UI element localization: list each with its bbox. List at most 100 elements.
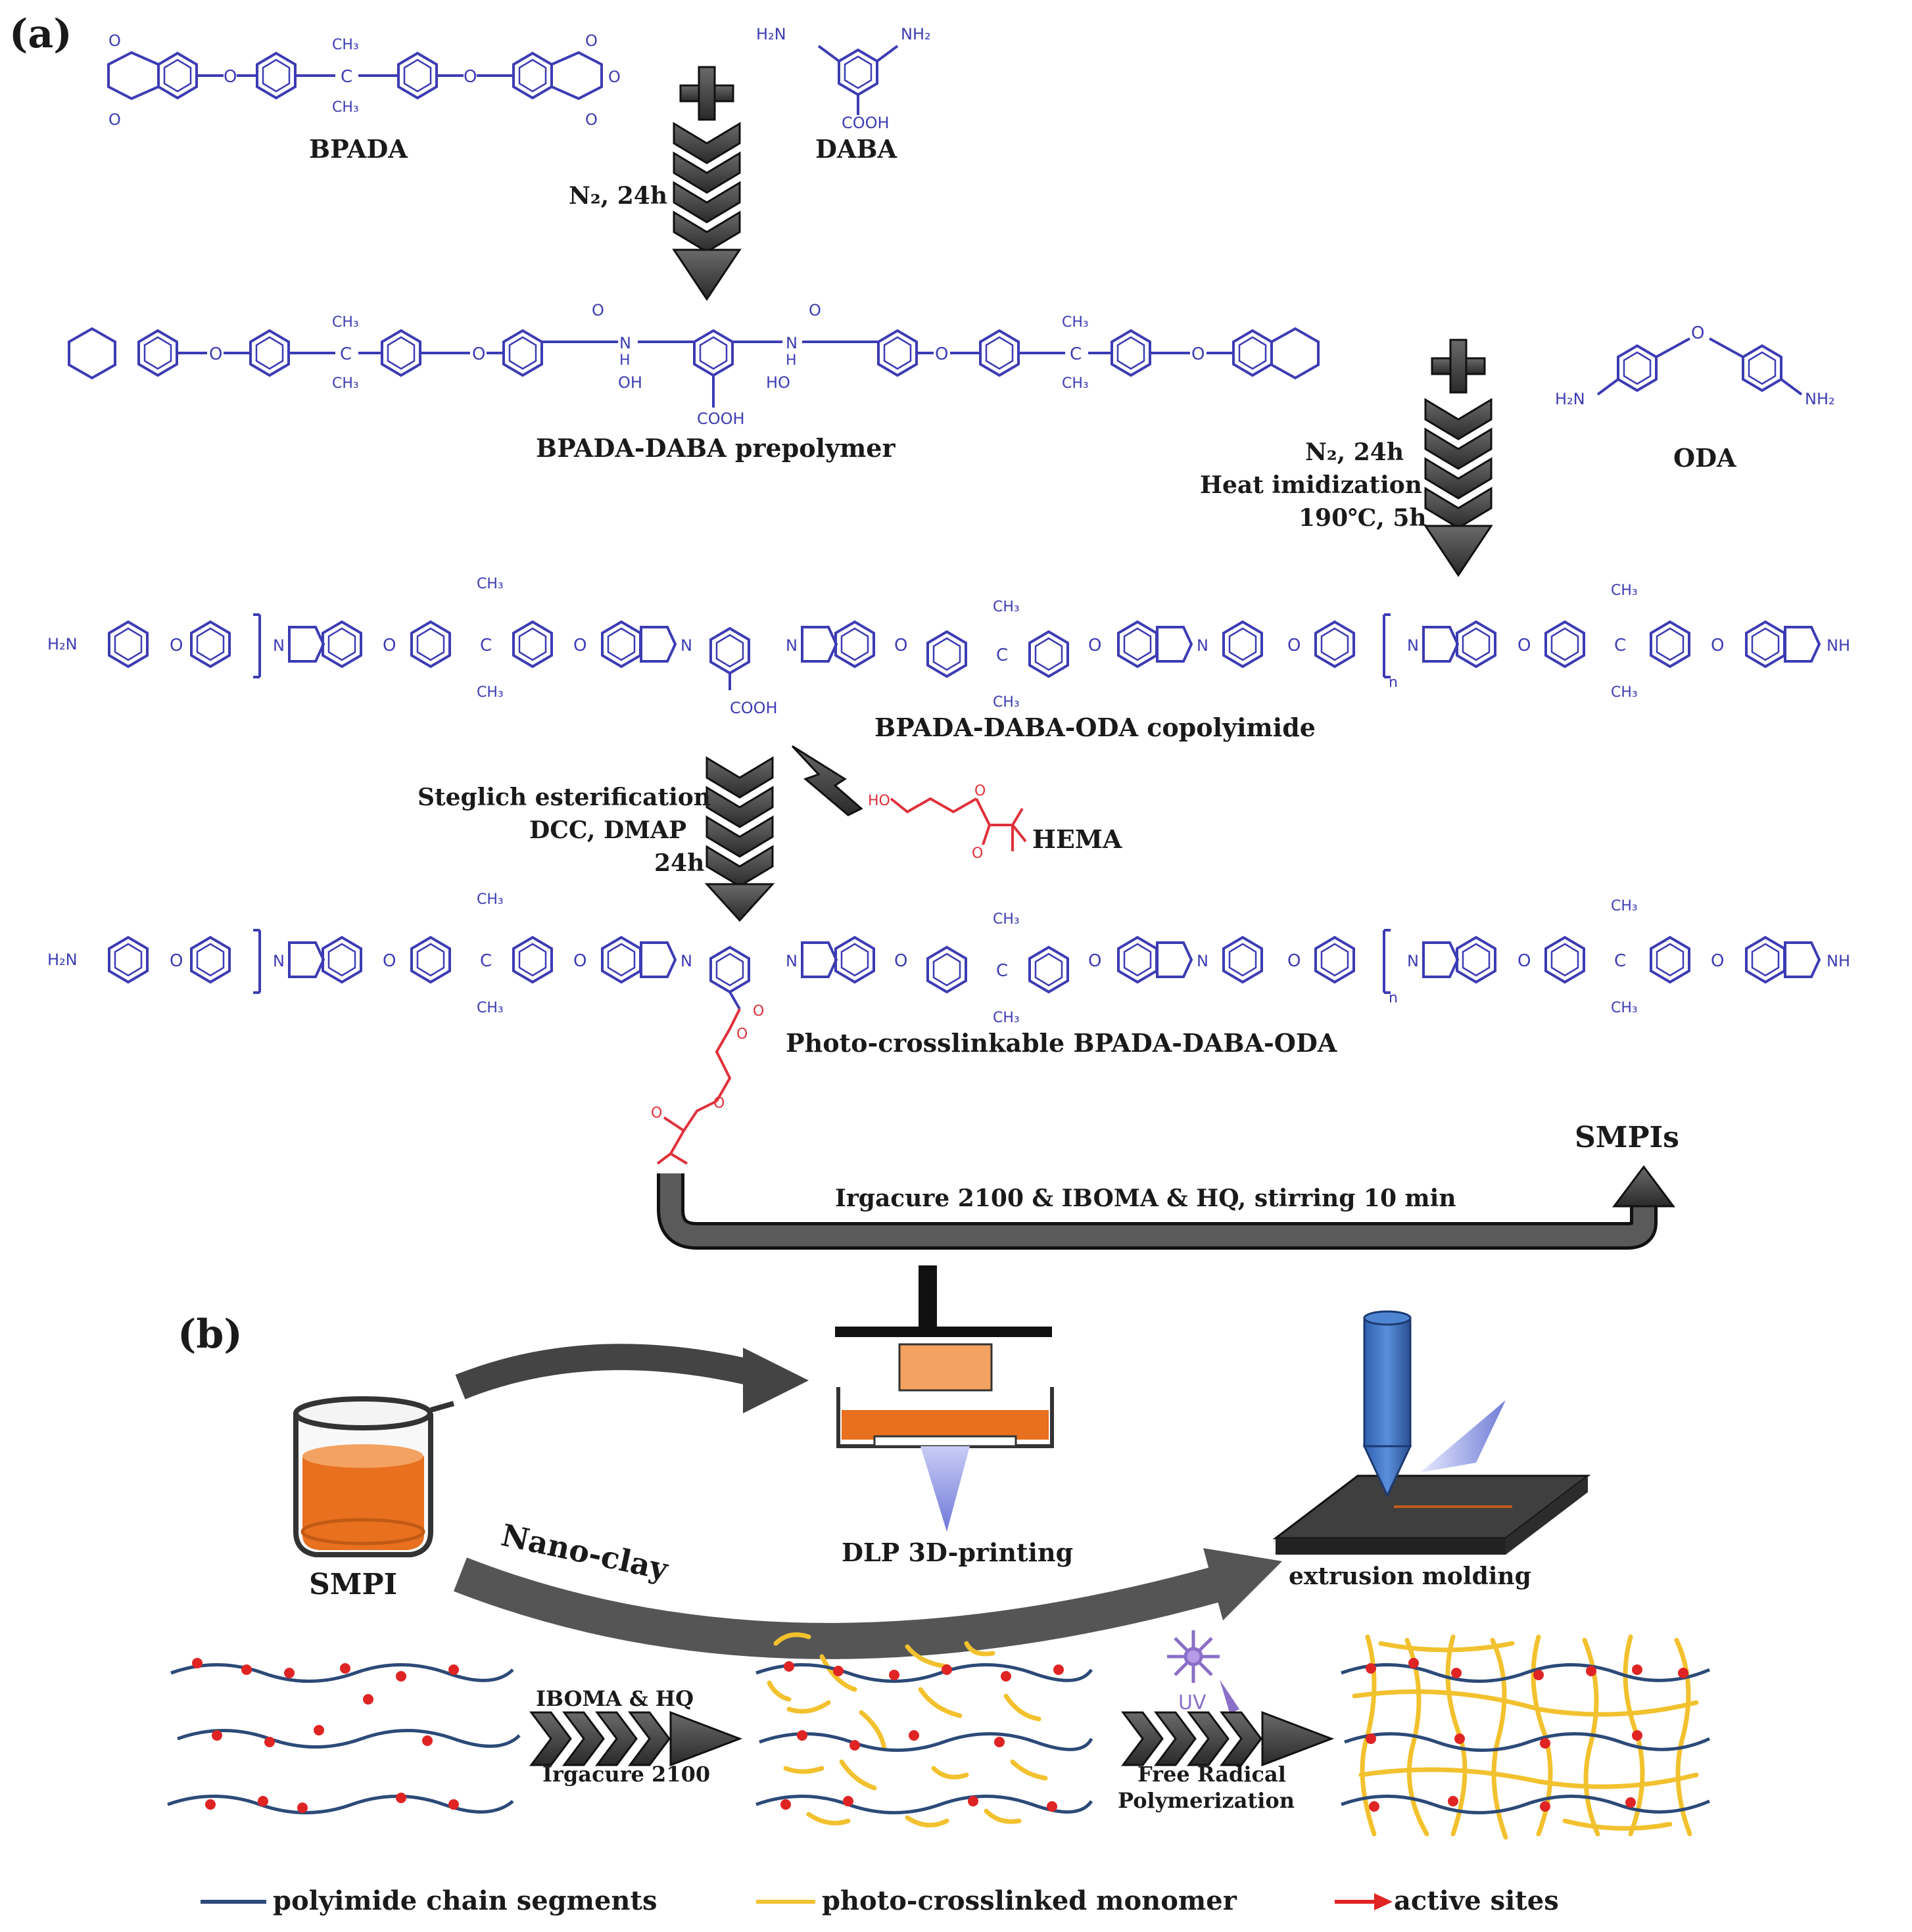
prepolymer-h-2: H bbox=[786, 352, 797, 369]
step2-condition-2: Heat imidization bbox=[1200, 471, 1422, 499]
reaction-arrow-3 bbox=[704, 757, 775, 922]
prepolymer-ch3-1a: CH₃ bbox=[332, 314, 359, 331]
dlp-printer-icon bbox=[835, 1265, 1054, 1532]
copolyimide-ch3-3b: CH₃ bbox=[1611, 684, 1638, 701]
copolyimide-n-1: N bbox=[273, 636, 285, 655]
copolyimide-ch3-2b: CH₃ bbox=[993, 694, 1020, 711]
nanoclay-label: Nano-clay bbox=[498, 1517, 672, 1588]
hema-structure: HO O O bbox=[868, 783, 1027, 862]
oda-nh2: NH₂ bbox=[1805, 390, 1835, 408]
reaction-arrow-2 bbox=[1423, 398, 1493, 577]
photo-n-1: N bbox=[273, 952, 285, 970]
bpada-c: C bbox=[341, 67, 352, 87]
photo-ch3-1a: CH₃ bbox=[477, 891, 504, 908]
photo-sidechain-o-3: O bbox=[713, 1095, 725, 1112]
prepolymer-nh-1: N bbox=[619, 334, 631, 352]
prepolymer-oh-1: OH bbox=[618, 373, 642, 392]
photo-n-sub: n bbox=[1389, 990, 1398, 1006]
daba-cooh: COOH bbox=[842, 114, 890, 132]
process-arrow-2 bbox=[1122, 1710, 1335, 1767]
oda-o: O bbox=[1691, 323, 1704, 343]
uv-bolt-icon bbox=[1220, 1680, 1253, 1735]
oda-label: ODA bbox=[1673, 443, 1736, 473]
polymer-chains-with-monomer bbox=[755, 1632, 1093, 1827]
photo-o-4: O bbox=[894, 951, 907, 971]
copolyimide-c-2: C bbox=[996, 646, 1008, 665]
smpis-label: SMPIs bbox=[1575, 1121, 1679, 1154]
prepolymer-c-2: C bbox=[1070, 344, 1082, 364]
dlp-label: DLP 3D-printing bbox=[842, 1538, 1073, 1567]
arrow-to-dlp bbox=[455, 1344, 809, 1413]
prepolymer-cooh: COOH bbox=[697, 410, 745, 428]
photo-o-8: O bbox=[1711, 951, 1724, 971]
panel-a-label: (a) bbox=[9, 11, 72, 57]
prepolymer-c-1: C bbox=[340, 344, 352, 364]
photo-n-5: N bbox=[1407, 952, 1419, 970]
copolyimide-nh: NH bbox=[1827, 636, 1850, 655]
photo-o-5: O bbox=[1088, 951, 1101, 971]
panel-b-label: (b) bbox=[178, 1311, 243, 1357]
photo-sidechain-o-2: O bbox=[736, 1026, 748, 1043]
copolyimide-ch3-3a: CH₃ bbox=[1611, 582, 1638, 599]
process-arrow-1-top: IBOMA & HQ bbox=[536, 1686, 694, 1711]
copolyimide-ch3-1b: CH₃ bbox=[477, 684, 504, 701]
copolyimide-o-8: O bbox=[1711, 636, 1724, 655]
prepolymer-ho-1: HO bbox=[766, 373, 790, 392]
photo-h2n: H₂N bbox=[47, 951, 78, 969]
hema-label: HEMA bbox=[1032, 824, 1122, 854]
legend: polyimide chain segments photo-crosslink… bbox=[201, 1885, 1559, 1916]
legend-sites-arrowhead bbox=[1374, 1893, 1393, 1910]
step3-condition-1: Steglich esterification bbox=[418, 784, 711, 811]
photo-ch3-3b: CH₃ bbox=[1611, 1000, 1638, 1016]
photo-ch3-3a: CH₃ bbox=[1611, 898, 1638, 914]
copolyimide-o-5: O bbox=[1088, 636, 1101, 655]
prepolymer-label: BPADA-DABA prepolymer bbox=[536, 433, 896, 463]
bpada-structure: O O C CH₃ CH₃ O O O O O bbox=[107, 32, 621, 129]
photo-n-4: N bbox=[1197, 952, 1208, 970]
step4-condition: Irgacure 2100 & IBOMA & HQ, stirring 10 … bbox=[835, 1185, 1456, 1212]
copolyimide-n-sub: n bbox=[1389, 674, 1398, 691]
copolyimide-n-4: N bbox=[1197, 636, 1208, 655]
photo-c-2: C bbox=[996, 961, 1008, 981]
photo-c-3: C bbox=[1614, 951, 1626, 971]
copolyimide-cooh: COOH bbox=[730, 699, 778, 717]
bpada-ch3-bottom: CH₃ bbox=[332, 99, 359, 116]
photo-sidechain-o-1: O bbox=[753, 1003, 764, 1020]
bpada-o-carbonyl-4: O bbox=[585, 110, 598, 129]
prepolymer-o-carb-1: O bbox=[592, 301, 604, 319]
bpada-o-left: O bbox=[224, 67, 237, 87]
photo-sidechain-o-4: O bbox=[651, 1105, 662, 1121]
copolyimide-h2n: H₂N bbox=[47, 635, 78, 653]
prepolymer-ch3-2b: CH₃ bbox=[1062, 375, 1089, 392]
bpada-o-right: O bbox=[464, 67, 477, 87]
bpada-ch3-top: CH₃ bbox=[332, 37, 359, 53]
legend-chain-label: polyimide chain segments bbox=[273, 1885, 657, 1916]
smpis-arrow bbox=[657, 1165, 1675, 1250]
copolyimide-c-1: C bbox=[480, 636, 492, 655]
copolyimide-n-3: N bbox=[786, 636, 798, 655]
lightning-bolt-icon bbox=[791, 745, 863, 816]
arrow-to-extrusion bbox=[454, 1548, 1282, 1659]
photo-nh: NH bbox=[1827, 952, 1850, 970]
extrusion-label: extrusion molding bbox=[1289, 1563, 1531, 1590]
copolyimide-o-1: O bbox=[170, 636, 183, 655]
prepolymer-o-carb-2: O bbox=[809, 301, 821, 319]
copolyimide-o-3: O bbox=[573, 636, 586, 655]
photo-o-1: O bbox=[170, 951, 183, 971]
reaction-arrow-1 bbox=[672, 122, 742, 301]
beaker-icon bbox=[293, 1396, 455, 1557]
copolyimide-structure: H₂N O N O C CH₃ CH₃ O N COOH N O C CH₃ C… bbox=[47, 576, 1850, 717]
bpada-o-ring: O bbox=[608, 68, 621, 86]
photo-ch3-2a: CH₃ bbox=[993, 911, 1020, 928]
prepolymer-structure: O C CH₃ CH₃ O N H OH O N H HO O COOH O C… bbox=[68, 301, 1320, 428]
photo-product-label: Photo-crosslinkable BPADA-DABA-ODA bbox=[786, 1028, 1337, 1058]
step3-condition-2: DCC, DMAP bbox=[529, 816, 686, 844]
oda-h2n: H₂N bbox=[1555, 390, 1585, 408]
polymer-network-crosslinked bbox=[1341, 1634, 1711, 1840]
copolyimide-label: BPADA-DABA-ODA copolyimide bbox=[874, 713, 1316, 742]
copolyimide-c-3: C bbox=[1614, 636, 1626, 655]
plus-icon-2 bbox=[1431, 339, 1486, 394]
uv-icon bbox=[1167, 1630, 1220, 1683]
copolyimide-ch3-1a: CH₃ bbox=[477, 576, 504, 592]
prepolymer-ch3-1b: CH₃ bbox=[332, 375, 359, 392]
